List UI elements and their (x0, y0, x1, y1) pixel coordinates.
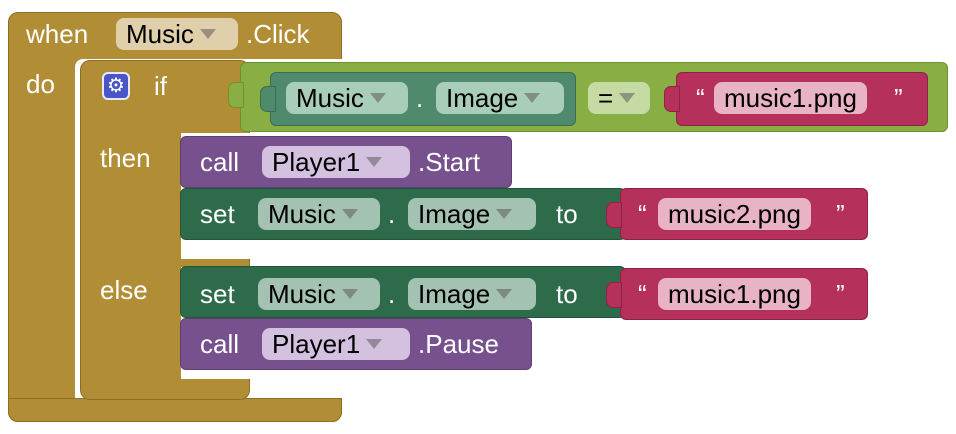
set-then-text-value[interactable]: music2.png (658, 198, 811, 230)
getter-plug (260, 86, 276, 112)
set-then-component-name: Music (268, 199, 336, 229)
chevron-down-icon (199, 29, 216, 40)
chevron-down-icon (366, 157, 383, 168)
chevron-down-icon (496, 209, 513, 220)
getter-property-name: Image (446, 83, 519, 113)
condition-text-plug (664, 86, 680, 112)
getter-dot: . (416, 83, 424, 113)
set-music-image-block-then[interactable] (180, 188, 626, 240)
set-else-property-dropdown[interactable]: Image (408, 278, 536, 310)
set-then-component-dropdown[interactable]: Music (258, 198, 380, 230)
set-then-text-string: music2.png (668, 199, 801, 229)
chevron-down-icon (341, 209, 358, 220)
call-start-component-dropdown[interactable]: Player1 (262, 146, 410, 178)
getter-component-dropdown[interactable]: Music (286, 82, 408, 114)
chevron-down-icon (366, 339, 383, 350)
compare-block-plug (228, 82, 244, 108)
set-else-text-string: music1.png (668, 279, 801, 309)
call-pause-component-dropdown[interactable]: Player1 (262, 328, 410, 360)
close-quote: ” (894, 83, 903, 113)
open-quote: “ (638, 199, 647, 229)
set-else-dot: . (388, 279, 396, 309)
close-quote: ” (836, 279, 845, 309)
gear-icon[interactable]: ⚙ (102, 72, 130, 100)
set-then-to-label: to (556, 199, 578, 229)
do-label: do (26, 69, 55, 99)
set-else-property-name: Image (418, 279, 491, 309)
if-label: if (154, 71, 167, 101)
open-quote: “ (638, 279, 647, 309)
compare-operator: = (598, 83, 614, 113)
else-label: else (100, 275, 148, 305)
call-start-method: .Start (418, 147, 481, 177)
getter-component-name: Music (296, 83, 364, 113)
set-else-text-plug (606, 282, 622, 308)
call-pause-method: .Pause (418, 329, 499, 359)
chevron-down-icon (341, 289, 358, 300)
call-label: call (200, 147, 240, 177)
set-music-image-block-else[interactable] (180, 266, 626, 318)
call-label: call (200, 329, 240, 359)
condition-text-string: music1.png (724, 83, 857, 113)
set-label: set (200, 199, 235, 229)
gear-glyph: ⚙ (107, 75, 125, 97)
then-label: then (100, 143, 151, 173)
set-then-property-name: Image (418, 199, 491, 229)
event-component-name: Music (126, 19, 194, 49)
set-then-dot: . (388, 199, 396, 229)
chevron-down-icon (619, 93, 636, 104)
event-name-label: .Click (246, 19, 310, 49)
set-else-component-name: Music (268, 279, 336, 309)
when-label: when (26, 19, 89, 49)
call-pause-component-name: Player1 (272, 329, 361, 359)
open-quote: “ (696, 83, 705, 113)
close-quote: ” (836, 199, 845, 229)
set-else-to-label: to (556, 279, 578, 309)
getter-property-dropdown[interactable]: Image (436, 82, 564, 114)
call-start-component-name: Player1 (272, 147, 361, 177)
set-else-component-dropdown[interactable]: Music (258, 278, 380, 310)
set-label: set (200, 279, 235, 309)
set-then-text-plug (606, 202, 622, 228)
chevron-down-icon (369, 93, 386, 104)
set-else-text-value[interactable]: music1.png (658, 278, 811, 310)
compare-operator-dropdown[interactable]: = (588, 82, 650, 114)
chevron-down-icon (496, 289, 513, 300)
set-then-property-dropdown[interactable]: Image (408, 198, 536, 230)
event-component-dropdown[interactable]: Music (116, 18, 238, 50)
condition-text-value[interactable]: music1.png (714, 82, 867, 114)
event-block-bottom-bar (8, 398, 342, 422)
chevron-down-icon (524, 93, 541, 104)
